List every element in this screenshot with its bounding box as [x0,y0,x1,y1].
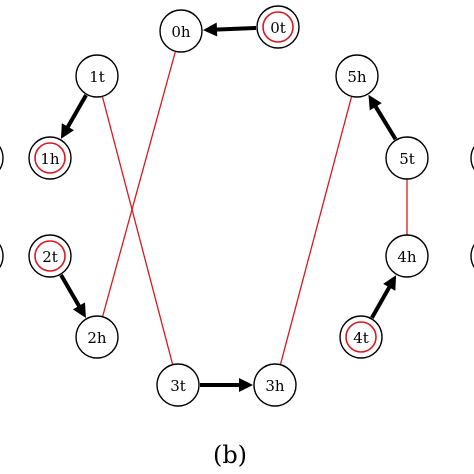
node-3t: 3t [156,363,200,407]
arrow-shaft-2t-2h [59,274,82,309]
node-circle-5t [385,136,429,180]
node-label-0h: 0h [171,23,191,41]
red-edge-5h-3h [279,96,353,365]
node-4h: 4h [385,234,429,278]
node-label-1t: 1t [89,68,105,86]
red-edge-0h-2h [101,51,177,317]
node-4t: 4t [339,315,383,359]
arrow-shaft-1t-1h [65,94,88,130]
node-label-3t: 3t [170,377,186,395]
arrow-shaft-5t-5h [372,103,398,141]
node-circle-3t [156,363,200,407]
red-edge-1t-3t [101,96,174,365]
arrow-shaft-0t-0h [214,25,257,32]
node-label-4t: 4t [353,329,369,347]
node-1h: 1h [28,136,72,180]
node-marker-ring-2t [34,240,66,272]
node-label-0t: 0t [270,19,286,37]
cropped-node-left-lower [0,243,4,269]
arrow-head-1t-1h [60,123,74,139]
cropped-neighbor-nodes [0,145,474,269]
arrow-head-2t-2h [72,302,86,318]
node-label-5t: 5t [399,150,415,168]
node-label-2t: 2t [42,248,58,266]
node-marker-ring-4t [345,321,377,353]
node-2h: 2h [75,315,119,359]
node-circle-1t [75,54,119,98]
node-circle-3h [253,363,297,407]
arrow-head-4t-4h [383,275,397,291]
cropped-node-right-lower [470,243,474,269]
node-3h: 3h [253,363,297,407]
arrow-head-0t-0h [202,22,218,37]
node-marker-ring-1h [34,142,66,174]
node-5h: 5h [335,54,379,98]
cropped-node-left-upper [0,145,4,171]
node-label-3h: 3h [265,377,285,395]
node-1t: 1t [75,54,119,98]
nodes-layer: 0h 0t 1t 1h 2t 2h 3t 3h 4t 4h 5t 5h [28,5,429,407]
node-5t: 5t [385,136,429,180]
arrows-layer [59,22,398,392]
red-edges-layer [101,51,408,365]
figure-caption: (b) [213,441,247,469]
node-0h: 0h [159,9,203,53]
cropped-node-right-upper [470,145,474,171]
node-label-2h: 2h [87,329,107,347]
node-circle-5h [335,54,379,98]
node-label-1h: 1h [40,150,60,168]
node-circle-4h [385,234,429,278]
node-marker-ring-0t [262,11,294,43]
arrow-head-3t-3h [239,378,253,392]
node-2t: 2t [28,234,72,278]
node-circle-0h [159,9,203,53]
arrow-shaft-4t-4h [370,284,392,319]
node-label-5h: 5h [347,68,367,86]
arrow-head-5t-5h [368,94,382,111]
node-label-4h: 4h [397,248,417,266]
node-circle-2h [75,315,119,359]
node-0t: 0t [256,5,300,49]
